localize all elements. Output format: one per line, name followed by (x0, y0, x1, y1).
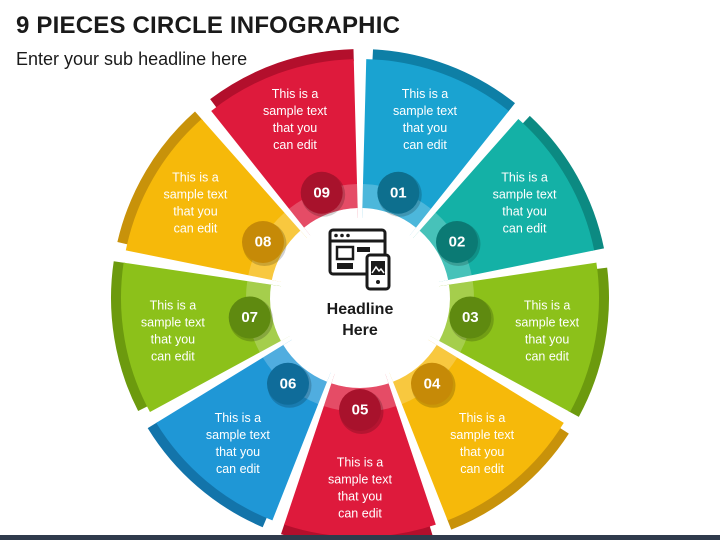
segment-04-number: 04 (424, 375, 441, 392)
center-headline-line1: Headline (327, 301, 394, 318)
segment-06-rim (147, 421, 268, 528)
segment-09-text-line: that you (273, 121, 318, 135)
segment-08-text-line: sample text (163, 188, 227, 202)
page-subtitle: Enter your sub headline here (16, 49, 248, 69)
segment-04-text-line: can edit (460, 462, 504, 476)
segment-02-text-line: that you (502, 205, 547, 219)
segment-03-badge (449, 296, 492, 339)
segment-05-body (284, 373, 436, 537)
center-headline-line2: Here (342, 322, 378, 339)
segment-06: This is a sample text that you can edit 06 (147, 338, 332, 528)
segment-03-text-line: can edit (525, 349, 569, 363)
bottom-bar (0, 535, 720, 540)
segment-05-number: 05 (352, 402, 369, 419)
segment-08-text-line: can edit (174, 222, 218, 236)
segment-08-number: 08 (255, 234, 272, 251)
segment-07-number: 07 (241, 309, 258, 326)
segment-09-number: 09 (313, 184, 330, 201)
segment-08: This is a sample text that you can edit 08 (117, 111, 309, 283)
segment-01-text-line: sample text (393, 104, 457, 118)
segment-06-number: 06 (280, 375, 297, 392)
segment-05-badge (339, 389, 381, 431)
segment-04-inner-edge (388, 338, 437, 382)
segment-01-inner-edge (362, 208, 417, 237)
segment-02-text-line: can edit (503, 222, 547, 236)
segment-09: This is a sample text that you can edit 09 (210, 49, 358, 237)
segment-06-badge (267, 362, 310, 405)
segment-06-text-line: This is a (215, 411, 262, 425)
segment-07-text-line: that you (151, 332, 196, 346)
segment-09-text-line: This is a (272, 87, 319, 101)
page-title: 9 PIECES CIRCLE INFOGRAPHIC (16, 12, 401, 39)
segment-08-inner-edge (271, 230, 309, 283)
segment-04-text-line: that you (460, 445, 505, 459)
segment-03-number: 03 (462, 309, 479, 326)
segment-03-text-line: sample text (515, 315, 579, 329)
segment-07-badge (228, 296, 271, 339)
web-devices-icon (328, 228, 391, 291)
segment-07-text-line: sample text (141, 315, 205, 329)
segment-07-text-line: can edit (151, 349, 195, 363)
segment-08-text-line: that you (173, 205, 218, 219)
segment-04: This is a sample text that you can edit 04 (388, 338, 569, 530)
segment-09-text-line: can edit (273, 138, 317, 152)
segment-07-inner-edge (270, 284, 292, 341)
segment-07: This is a sample text that you can edit 07 (111, 261, 292, 413)
segment-05-text-line: that you (338, 490, 383, 504)
segment-01-number: 01 (390, 184, 407, 201)
segment-02-text-line: sample text (493, 188, 557, 202)
segment-09-text-line: sample text (263, 104, 327, 118)
segment-01: This is a sample text that you can edit 01 (362, 49, 516, 237)
segment-07-text-line: This is a (150, 298, 197, 312)
segment-01-text-line: This is a (402, 87, 449, 101)
segment-06-text-line: that you (216, 445, 261, 459)
segment-02-badge (435, 221, 478, 263)
segment-08-text-line: This is a (172, 171, 219, 185)
segment-03-inner-edge (428, 284, 450, 341)
segment-03-text-line: This is a (524, 298, 571, 312)
segment-06-text-line: can edit (216, 462, 260, 476)
segment-05-inner-edge (331, 371, 389, 388)
segment-02: This is a sample text that you can edit 02 (411, 115, 605, 283)
segment-05-text-line: This is a (337, 456, 384, 470)
segment-01-text-line: can edit (403, 138, 447, 152)
segment-06-text-line: sample text (206, 428, 270, 442)
segment-03-text-line: that you (525, 332, 570, 346)
segment-08-badge (242, 221, 285, 263)
segment-02-text-line: This is a (501, 171, 548, 185)
segment-05: This is a sample text that you can edit 05 (280, 371, 436, 540)
segment-04-text-line: sample text (450, 428, 514, 442)
segment-09-badge (300, 171, 343, 214)
segment-04-text-line: This is a (459, 411, 506, 425)
segment-03: This is a sample text that you can edit 03 (428, 262, 609, 417)
segment-09-inner-edge (303, 208, 358, 237)
segment-05-text-line: sample text (328, 473, 392, 487)
segment-01-badge (377, 171, 420, 214)
segment-04-badge (410, 362, 453, 405)
segment-01-text-line: that you (403, 121, 448, 135)
segment-05-text-line: can edit (338, 507, 382, 521)
segment-06-inner-edge (283, 338, 332, 382)
segment-02-inner-edge (411, 230, 449, 283)
segment-07-rim (111, 261, 149, 412)
segment-02-number: 02 (449, 234, 466, 251)
